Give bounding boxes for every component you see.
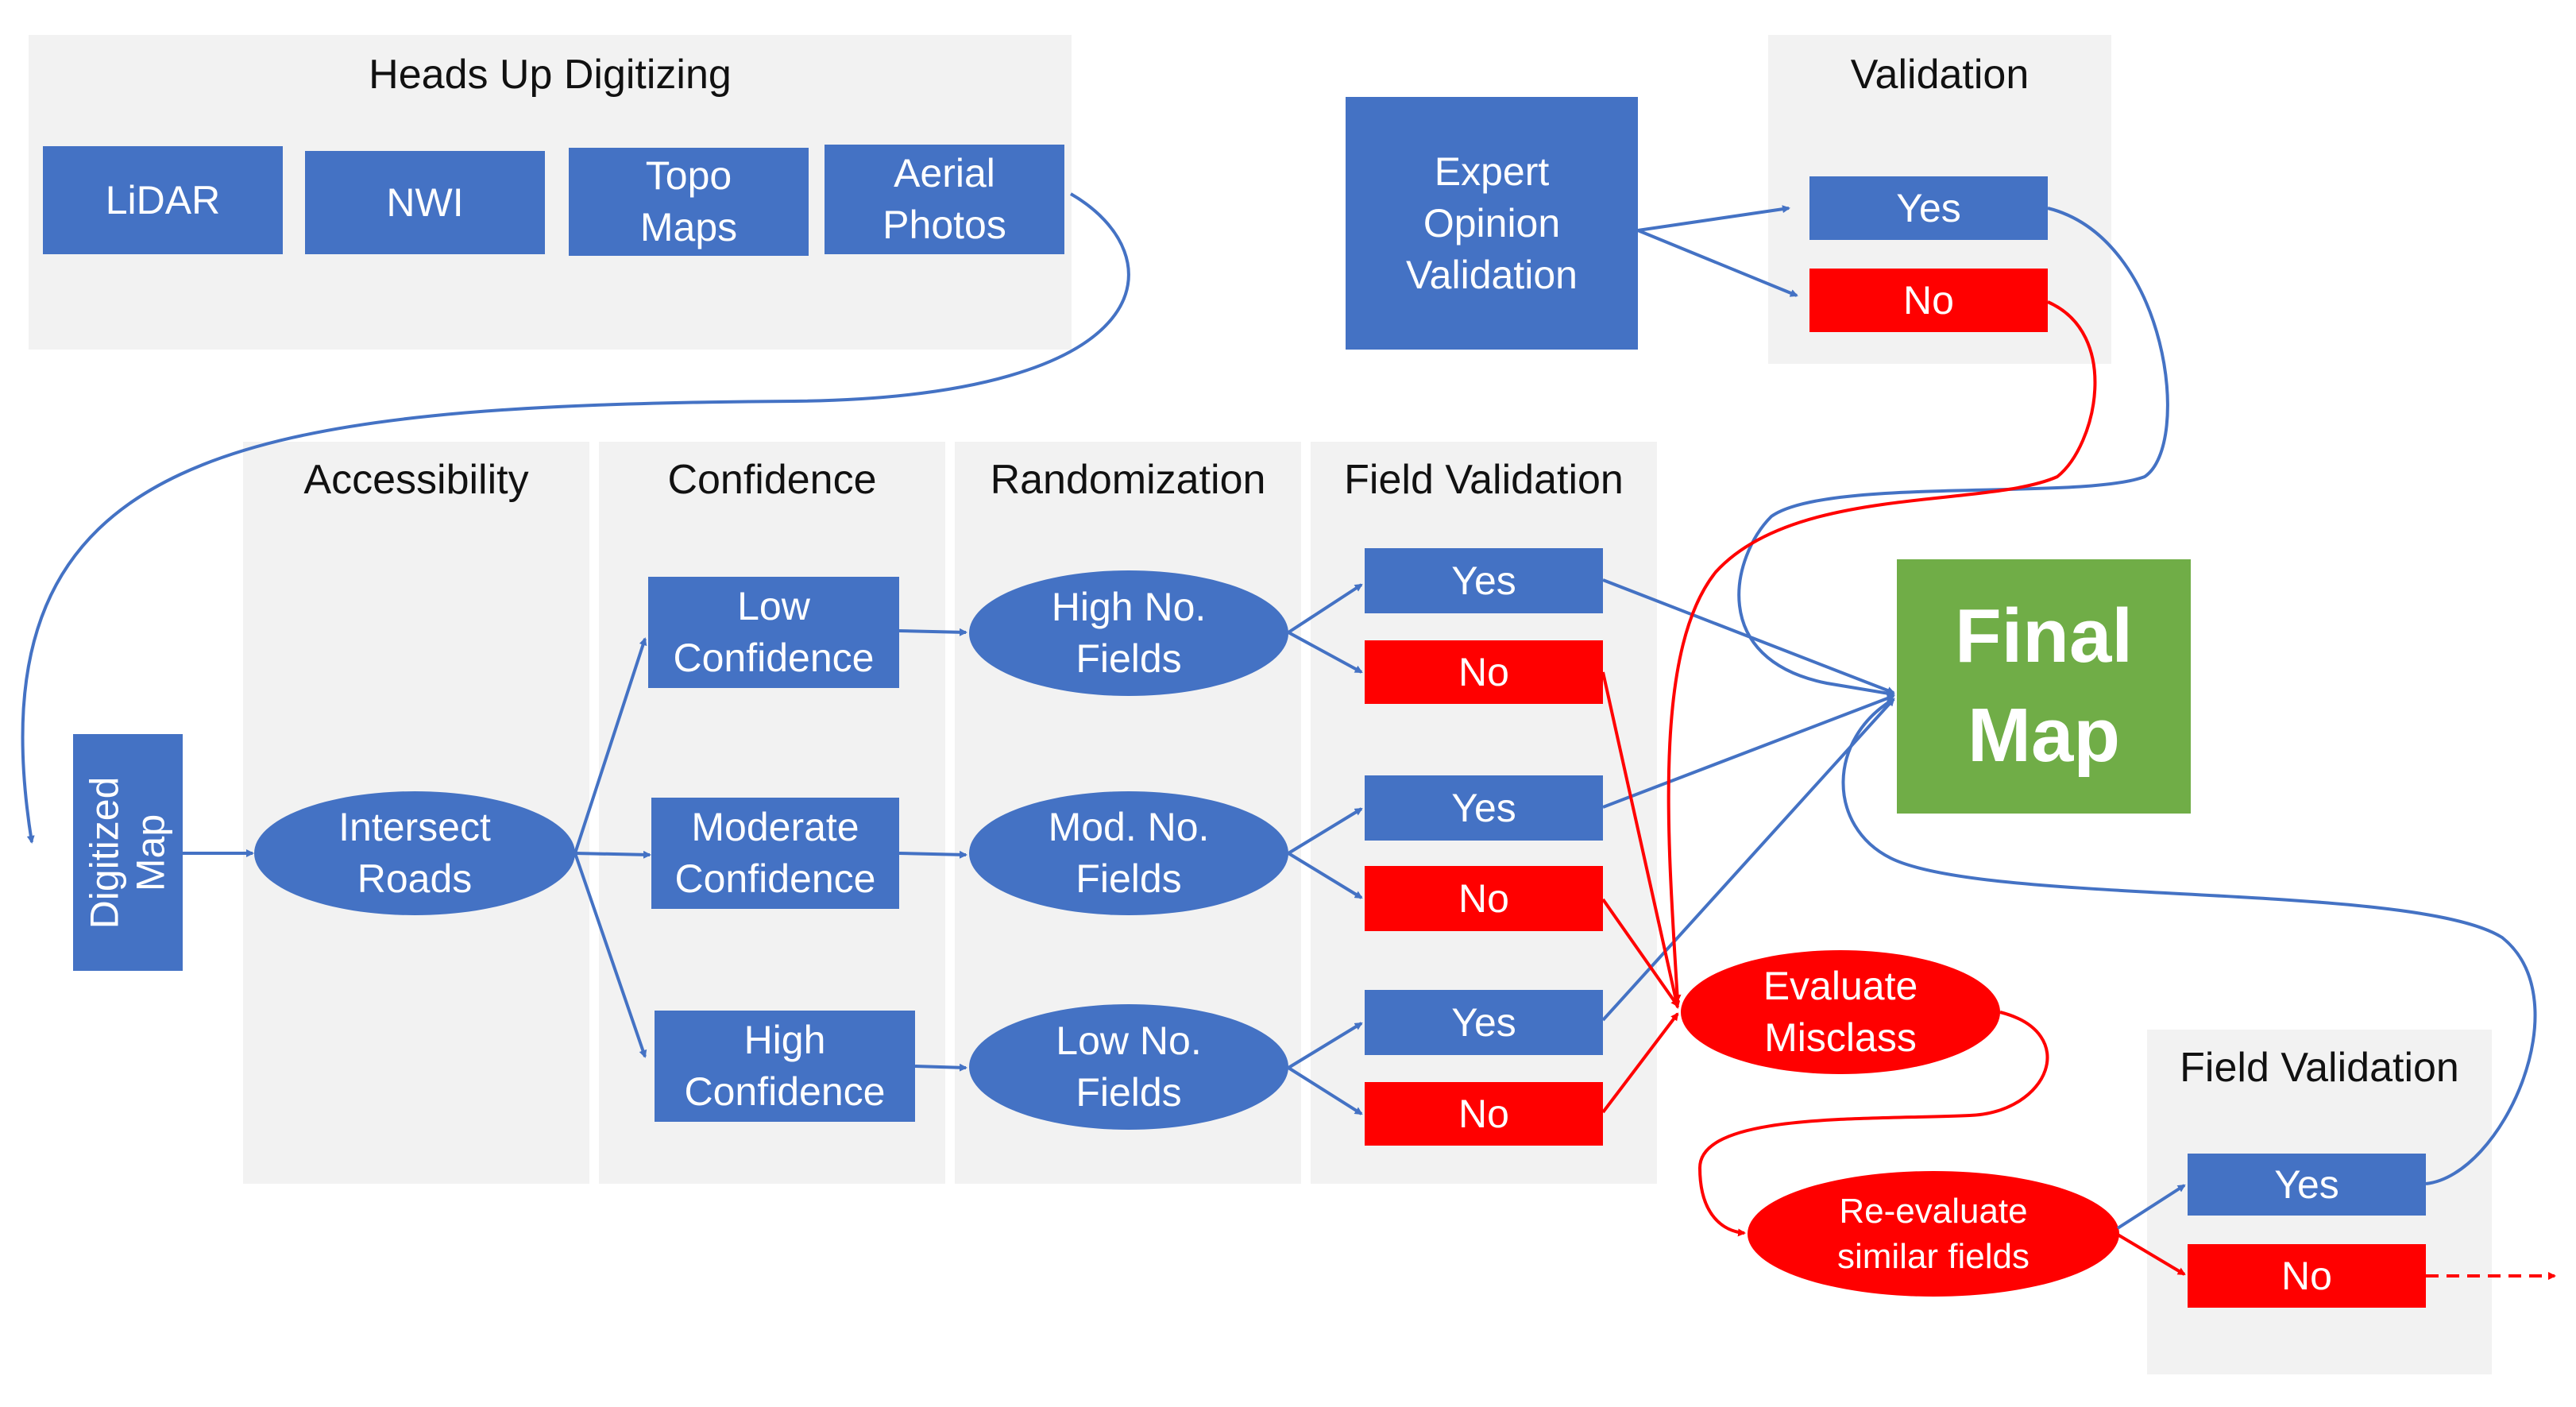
intersect-roads-ellipse: Intersect Roads [254,791,575,915]
high-fields-to-yes-connector [1287,583,1363,634]
final-map-box: Final Map [1897,559,2191,814]
intersect-to-moderate-connector [574,850,651,859]
aerial-photos-box: Aerial Photos [825,145,1064,254]
mod-fields-to-no-connector [1287,852,1363,899]
no3-to-evaluate-connector [1601,1012,1679,1114]
low-no-fields-ellipse: Low No. Fields [969,1004,1288,1130]
low-fields-to-yes-connector [1287,1022,1363,1069]
expert-opinion-box: Expert Opinion Validation [1346,97,1638,350]
randomization-title: Randomization [990,457,1266,503]
nwi-box: NWI [305,151,545,254]
no2-to-evaluate-connector [1601,898,1679,1007]
validation-no-box: No [1809,269,2048,332]
no1-to-evaluate-connector [1601,671,1681,1009]
fv2-yes-to-final-connector [1841,698,2537,1185]
evaluate-misclass-ellipse: Evaluate Misclass [1681,950,2000,1074]
field-no-1-box: No [1365,640,1603,704]
high-to-low-fields-connector [914,1063,967,1072]
field-validation-title: Field Validation [1344,457,1624,503]
high-no-fields-ellipse: High No. Fields [969,570,1288,696]
field-yes-2-box: Yes [1365,775,1603,841]
yes2-to-final-connector [1602,694,1895,809]
digitized-map-box: Digitized Map [73,734,183,971]
high-fields-to-no-connector [1288,631,1363,674]
validation-title: Validation [1850,52,2030,98]
field-yes-3-box: Yes [1365,990,1603,1055]
reevaluate-to-fv2-yes-connector [2116,1184,2186,1230]
high-confidence-box: High Confidence [655,1011,915,1122]
field-no-2-box: No [1365,866,1603,931]
low-confidence-box: Low Confidence [648,577,899,688]
topo-maps-box: Topo Maps [569,148,809,256]
heads-up-digitizing-title: Heads Up Digitizing [369,52,732,98]
validation-no-to-evaluate-connector [1666,300,2097,1003]
intersect-to-low-connector [574,637,647,854]
confidence-title: Confidence [667,457,877,503]
intersect-to-high-connector [574,852,647,1058]
field-validation-2-yes-box: Yes [2188,1154,2426,1216]
aerial-to-digitized-connector [21,192,1130,844]
reevaluate-similar-fields-ellipse: Re-evaluate similar fields [1748,1171,2119,1297]
low-to-high-fields-connector [898,628,967,636]
expert-to-no-connector [1637,229,1798,297]
field-validation-2-title: Field Validation [2180,1045,2459,1091]
accessibility-title: Accessibility [303,457,529,503]
field-validation-2-no-box: No [2188,1244,2426,1308]
validation-yes-to-final-connector [1737,207,2169,698]
evaluate-to-reevaluate-connector [1697,1011,2049,1237]
lidar-box: LiDAR [43,146,283,254]
field-yes-1-box: Yes [1365,548,1603,613]
low-fields-to-no-connector [1287,1066,1363,1115]
validation-yes-box: Yes [1809,176,2048,240]
moderate-confidence-box: Moderate Confidence [651,798,899,909]
field-no-3-box: No [1365,1082,1603,1146]
mod-no-fields-ellipse: Mod. No. Fields [969,791,1288,915]
reevaluate-to-fv2-no-connector [2116,1233,2186,1276]
moderate-to-mod-fields-connector [898,850,967,859]
expert-to-yes-connector [1637,205,1790,232]
mod-fields-to-yes-connector [1287,807,1363,855]
